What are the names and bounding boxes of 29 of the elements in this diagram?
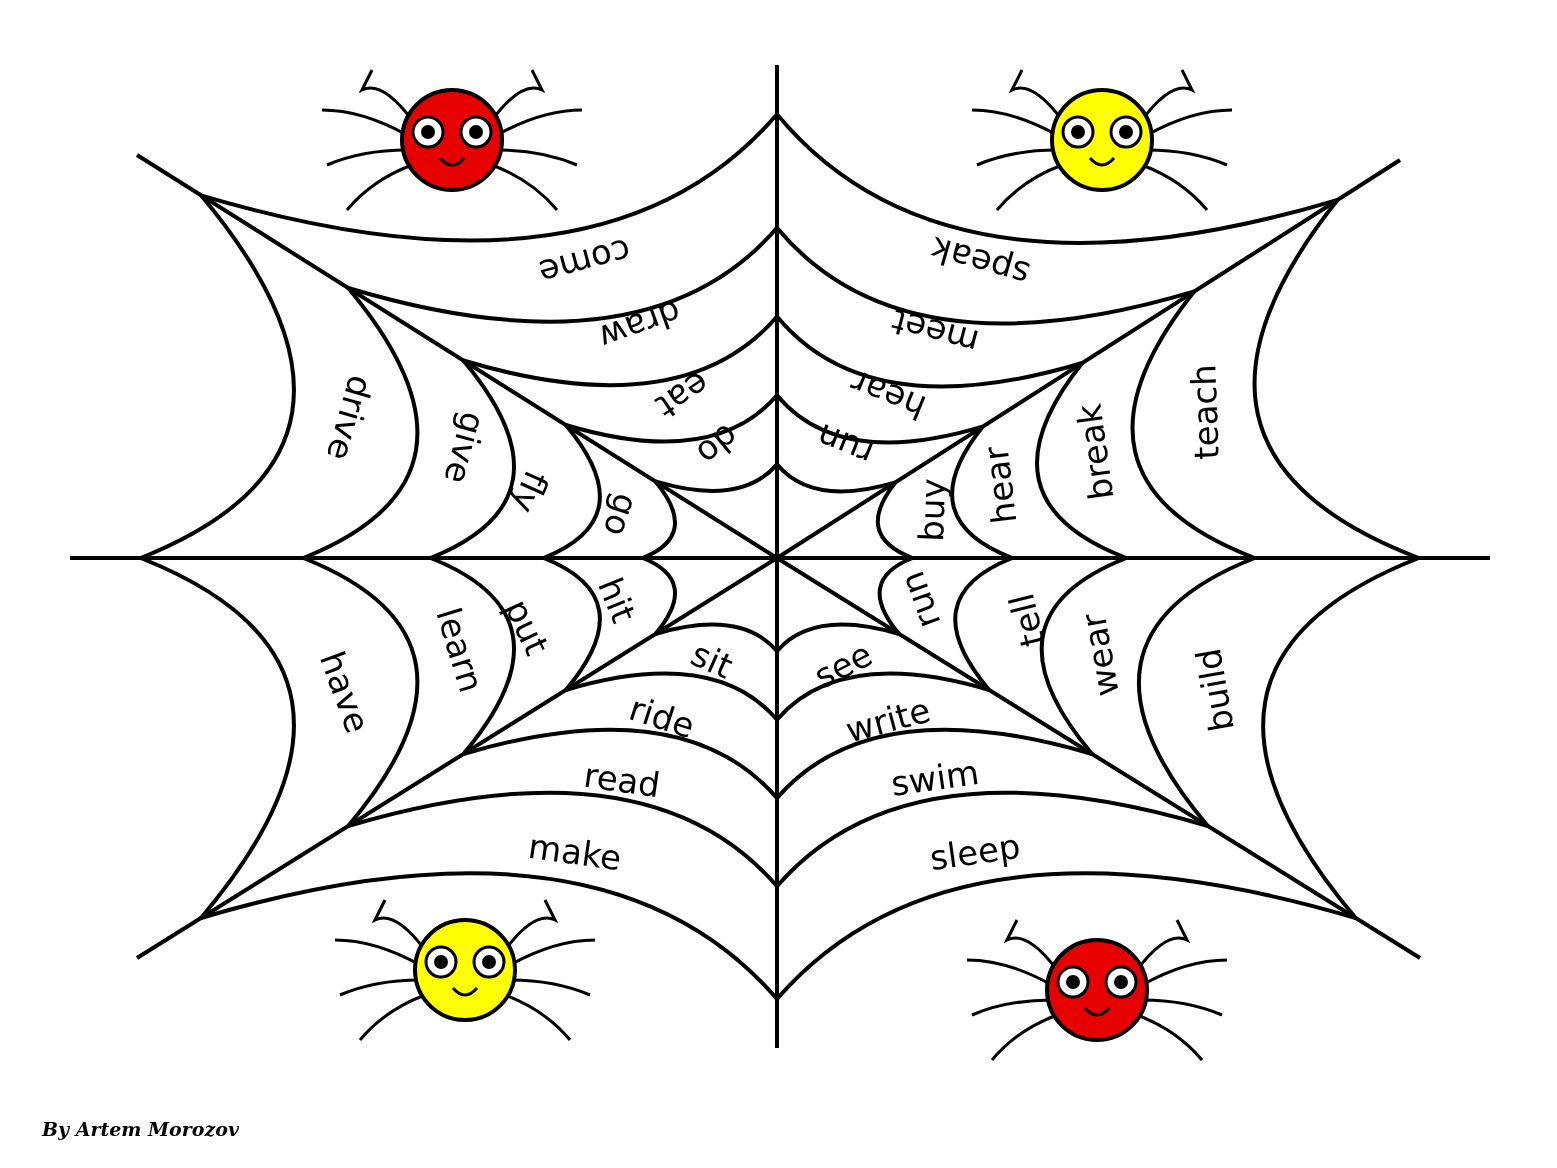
web-word: read [581, 757, 663, 803]
web-word: build [1191, 645, 1239, 735]
web-word: wear [1076, 610, 1124, 700]
web-word: draw [594, 294, 686, 356]
web-word: make [526, 828, 624, 876]
web-word: ride [625, 690, 699, 744]
web-word: put [499, 594, 555, 660]
web-word: buy [913, 477, 951, 543]
web-word: hear [978, 444, 1022, 526]
web-word: write [842, 692, 934, 748]
web-word: sleep [927, 828, 1023, 876]
web-word: teach [1186, 363, 1224, 461]
web-word: go [598, 489, 644, 541]
web-word: drive [321, 371, 379, 465]
web-word: eat [650, 365, 716, 425]
author-credit: By Artem Morozov [42, 1117, 239, 1142]
web-word: break [1071, 401, 1119, 503]
web-word: give [439, 408, 491, 488]
web-word: run [894, 567, 946, 633]
web-word: tell [1004, 590, 1050, 650]
web-word: have [314, 647, 376, 737]
web-word: meet [887, 304, 983, 360]
web-word: fly [506, 466, 554, 518]
web-word: sit [686, 636, 738, 684]
web-word: speak [926, 231, 1034, 293]
web-word: learn [431, 603, 489, 697]
web-word: hit [592, 573, 642, 627]
web-word: come [535, 233, 635, 291]
web-word: swim [889, 755, 981, 801]
